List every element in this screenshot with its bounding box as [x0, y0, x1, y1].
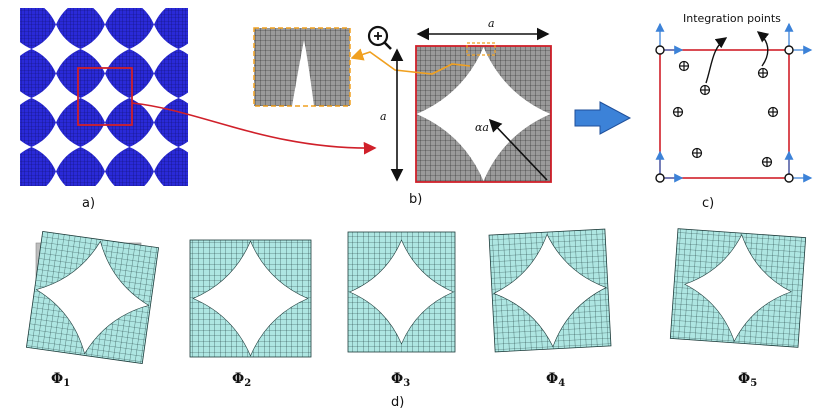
hole	[80, 24, 130, 74]
mode-5-label: Φ5	[738, 371, 757, 389]
mode-4-shape	[488, 228, 612, 353]
hole	[35, 240, 150, 355]
mode-1-label: Φ1	[51, 371, 70, 389]
corner-node	[784, 45, 794, 55]
hole	[20, 91, 32, 105]
hole	[31, 24, 81, 74]
circled-plus-icon	[691, 147, 703, 159]
zoom-inset-frame	[253, 27, 351, 107]
panel-a-periodic-mesh	[0, 0, 277, 270]
hole	[80, 73, 130, 123]
hole	[95, 171, 115, 186]
mode-4-label: Φ4	[546, 371, 565, 389]
mode-1-shape	[25, 230, 160, 365]
hole	[178, 92, 188, 104]
hole	[44, 8, 68, 25]
panel-a-label: a)	[82, 196, 95, 211]
corner-node	[655, 45, 665, 55]
hole	[93, 8, 117, 25]
blue-process-arrow	[574, 101, 632, 135]
integration-cell-frame	[659, 49, 790, 179]
mode-3-shape	[347, 231, 456, 353]
hole	[129, 122, 179, 172]
hole	[129, 73, 179, 123]
height-label: a	[380, 110, 387, 123]
hole	[20, 140, 32, 154]
hole	[144, 171, 164, 186]
mode-2-label: Φ2	[232, 371, 251, 389]
corner-node	[784, 173, 794, 183]
circled-plus-icon	[757, 67, 769, 79]
panel-d-label: d)	[391, 395, 404, 410]
diagonal-label: αa	[475, 121, 489, 134]
hole	[348, 239, 455, 345]
unit-cell-highlight	[77, 67, 133, 126]
integration-points-label: Integration points	[683, 12, 781, 25]
hole	[228, 172, 277, 221]
panel-d-modes	[25, 228, 807, 365]
hole	[192, 240, 309, 357]
panel-b-label: b)	[409, 192, 422, 207]
diagonal-dimension-arrow	[488, 118, 548, 181]
hole	[0, 221, 32, 270]
hole	[31, 122, 81, 172]
width-label: a	[488, 17, 495, 30]
circled-plus-icon	[761, 156, 773, 168]
panel-b-unit-cell	[253, 25, 552, 183]
hole	[142, 8, 166, 25]
panel-c-label: c)	[702, 196, 714, 211]
mode-3-label: Φ3	[391, 371, 410, 389]
zoom-arrow	[350, 48, 471, 75]
hole	[228, 0, 277, 25]
red-link-arrow	[131, 102, 377, 155]
magnifier-plus-icon	[367, 25, 392, 50]
hole	[129, 24, 179, 74]
unit-cell-frame	[415, 45, 552, 183]
hole	[46, 171, 66, 186]
circled-plus-icon	[767, 106, 779, 118]
panel-c-integration	[655, 22, 813, 183]
ip-pointer-arrow-left	[705, 37, 728, 84]
hole	[228, 123, 277, 172]
circled-plus-icon	[678, 60, 690, 72]
mode-2-shape	[189, 239, 312, 358]
hole	[493, 233, 607, 348]
circled-plus-icon	[672, 106, 684, 118]
circled-plus-icon	[699, 84, 711, 96]
hole	[178, 43, 188, 55]
hole	[80, 122, 130, 172]
hole	[178, 141, 188, 153]
hole	[20, 42, 32, 56]
corner-node	[655, 173, 665, 183]
hole	[31, 73, 81, 123]
mode-labels: Φ1 Φ2 Φ3 Φ4 Φ5	[51, 371, 757, 389]
mode-5-shape	[669, 228, 807, 348]
hole	[684, 234, 792, 342]
ip-pointer-arrow-right	[756, 31, 770, 67]
